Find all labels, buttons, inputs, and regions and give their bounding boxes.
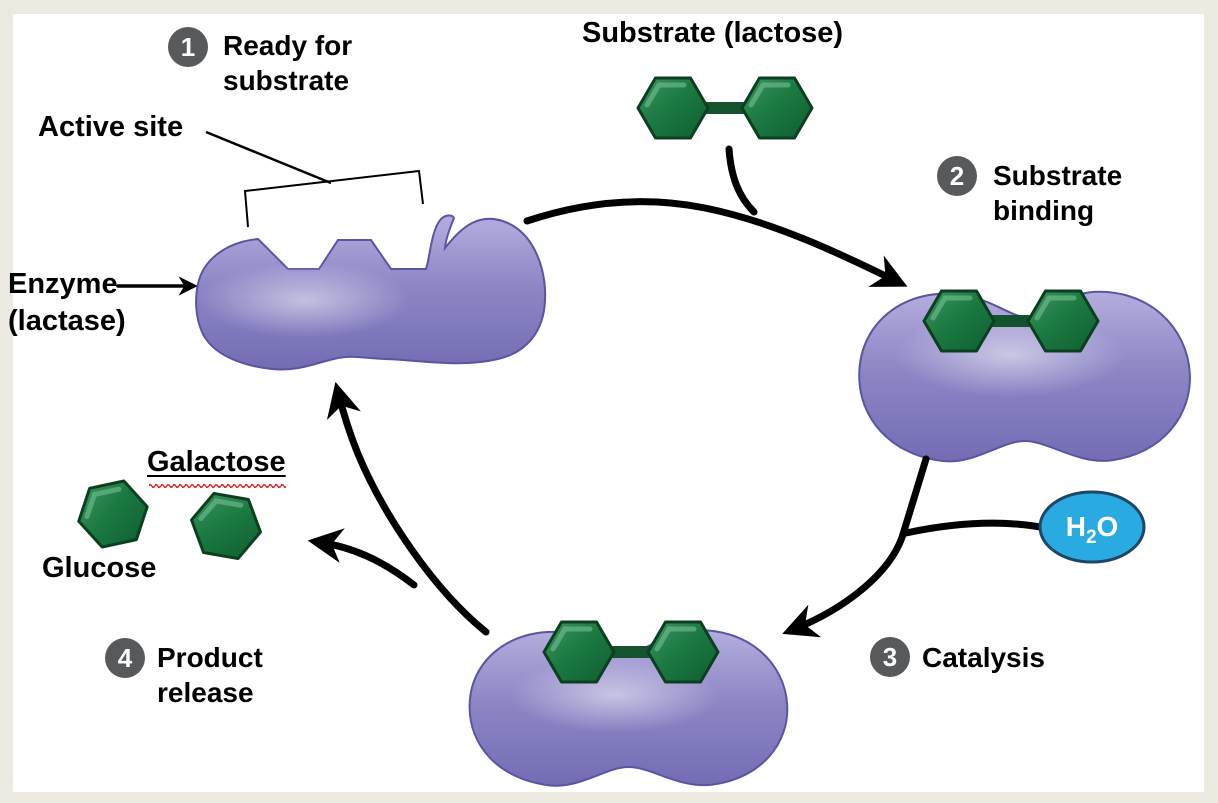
substrate-title: Substrate (lactose) [582, 17, 844, 49]
galactose-text: Galactose [147, 446, 286, 478]
galactose-hexagon-icon [186, 490, 265, 561]
enzyme-label-line: (lactase) [8, 305, 126, 337]
water-h: H [1065, 511, 1086, 542]
step-label-line: release [157, 677, 254, 708]
step-label-line: Ready for [223, 30, 353, 61]
step-label-line: substrate [223, 65, 350, 96]
step-label-substrate-binding: Substrate binding [993, 158, 1122, 228]
water-formula-label: H2O [1040, 508, 1144, 557]
step-label-catalysis: Catalysis [922, 640, 1045, 675]
step-label-line: binding [993, 195, 1095, 226]
step-label-line: Catalysis [922, 642, 1045, 673]
step-label-line: Product [157, 642, 263, 673]
step-number-badge-icon: 1 [168, 27, 208, 67]
glucose-label: Glucose [42, 552, 157, 584]
cycle-arrow-icon [326, 381, 490, 636]
active-site-pointer-line [205, 130, 332, 185]
step-label-ready-for-substrate: Ready for substrate [223, 28, 352, 98]
step-number-badge-icon: 3 [870, 637, 910, 677]
cycle-arrow-icon [725, 145, 758, 216]
cycle-arrow-icon [902, 519, 1045, 537]
water-droplet-ellipse-icon [1038, 490, 1146, 564]
lactose-molecule-icon [638, 78, 812, 138]
active-site-label: Active site [38, 111, 184, 143]
water-subscript: 2 [1085, 527, 1097, 548]
glucose-hexagon-icon [73, 477, 154, 550]
water-o: O [1096, 511, 1119, 542]
active-site-bracket-icon [243, 169, 424, 228]
step-number-badge-icon: 4 [105, 638, 145, 678]
enzyme-blob-icon [196, 215, 545, 369]
cycle-arrow-icon [523, 198, 908, 287]
step-label-line: Substrate [993, 160, 1123, 191]
enzyme-label-line: Enzyme [8, 268, 118, 300]
galactose-label: Galactose [147, 446, 286, 488]
cycle-arrow-icon [307, 528, 418, 589]
step-number-badge-icon: 2 [937, 156, 977, 196]
step-label-product-release: Product release [157, 640, 263, 710]
enzyme-label: Enzyme (lactase) [8, 266, 126, 340]
spellcheck-squiggle-icon [149, 484, 286, 488]
cycle-arrow-icon [782, 455, 930, 638]
